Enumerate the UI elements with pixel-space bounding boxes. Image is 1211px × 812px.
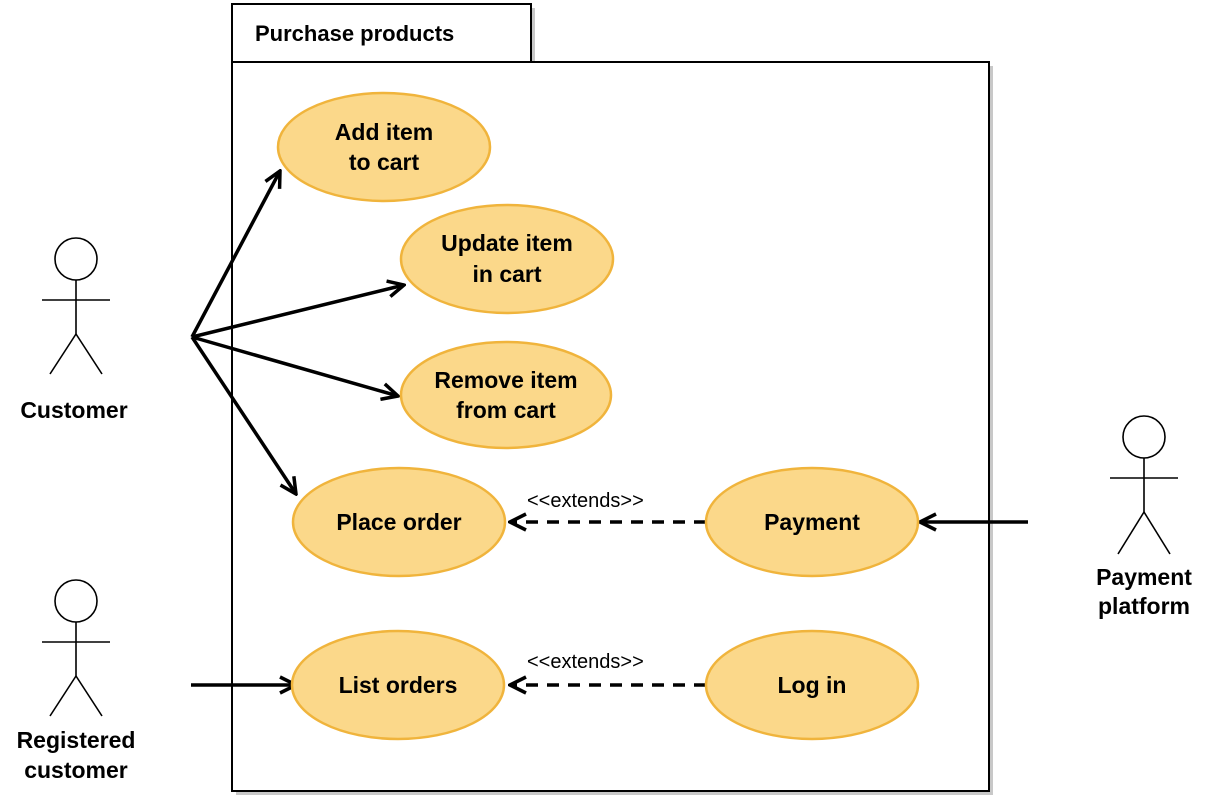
actor-label: Registered bbox=[17, 727, 136, 753]
customer-associations bbox=[190, 171, 404, 494]
use-case-payment: Payment bbox=[704, 466, 920, 578]
actor-label: Payment bbox=[1096, 564, 1192, 590]
actor-registered-customer: Registered customer bbox=[17, 579, 136, 783]
association-remove-item bbox=[191, 335, 398, 396]
use-case-add-item: Add item to cart bbox=[276, 91, 492, 203]
use-case-log-in: Log in bbox=[704, 629, 920, 741]
use-case-label: to cart bbox=[349, 149, 420, 175]
actor-payment-platform: Payment platform bbox=[1096, 415, 1192, 619]
association-place-order bbox=[190, 336, 296, 494]
use-case-update-item: Update item in cart bbox=[399, 203, 615, 315]
association-update-item bbox=[191, 285, 404, 339]
package-title: Purchase products bbox=[255, 21, 454, 46]
use-case-place-order: Place order bbox=[291, 466, 507, 578]
association-add-item bbox=[190, 171, 280, 338]
use-case-remove-item: Remove item from cart bbox=[399, 340, 613, 450]
stick-figure-icon bbox=[42, 579, 110, 717]
use-case-label: in cart bbox=[472, 261, 541, 287]
extends-label-2: <<extends>> bbox=[527, 651, 644, 673]
actor-label: platform bbox=[1098, 593, 1190, 619]
use-case-label: List orders bbox=[339, 672, 458, 698]
use-case-list-orders: List orders bbox=[290, 629, 506, 741]
use-case-label: Log in bbox=[778, 672, 847, 698]
stick-figure-icon bbox=[42, 237, 110, 375]
actor-label: customer bbox=[24, 757, 128, 783]
use-case-label: Update item bbox=[441, 230, 573, 256]
use-case-label: Place order bbox=[336, 509, 461, 535]
extends-label-1: <<extends>> bbox=[527, 490, 644, 512]
actor-customer: Customer bbox=[20, 237, 128, 423]
use-case-label: Remove item bbox=[434, 367, 577, 393]
use-case-label: Payment bbox=[764, 509, 860, 535]
use-case-label: from cart bbox=[456, 397, 556, 423]
actor-label: Customer bbox=[20, 397, 127, 423]
stick-figure-icon bbox=[1110, 415, 1178, 555]
use-case-label: Add item bbox=[335, 119, 433, 145]
